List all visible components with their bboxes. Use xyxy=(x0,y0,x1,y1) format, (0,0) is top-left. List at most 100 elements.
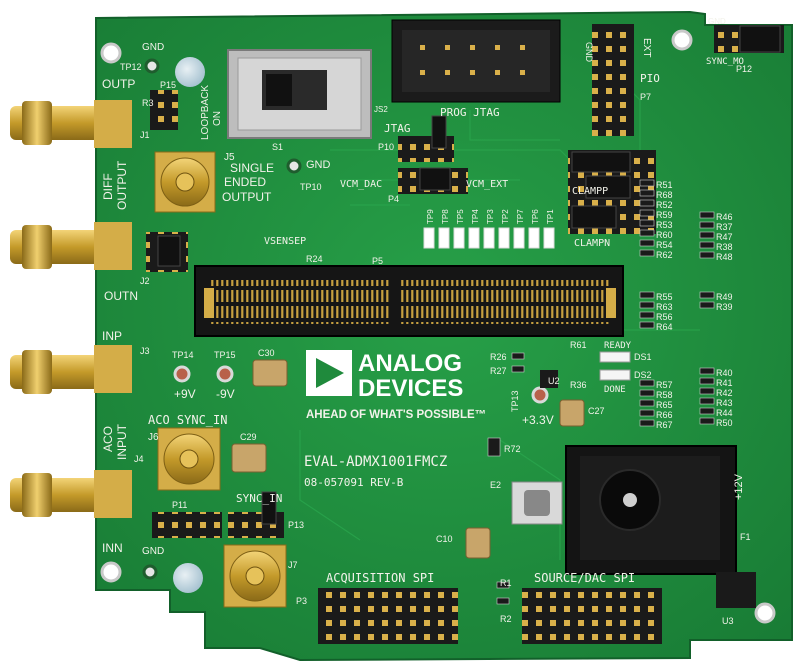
ref-col1-3: R59 xyxy=(656,210,673,220)
label-single: SINGLE xyxy=(230,161,274,175)
ref-col2-3: R38 xyxy=(716,242,733,252)
ref-col1-7: R62 xyxy=(656,250,673,260)
label-source-spi: SOURCE/DAC SPI xyxy=(534,571,635,585)
label-vsensep: VSENSEP xyxy=(264,236,306,247)
fmc-connector-p5 xyxy=(194,265,624,337)
ref-ds1: DS1 xyxy=(634,352,652,362)
label-diff: DIFF xyxy=(101,173,115,200)
label-inn: INN xyxy=(102,541,123,555)
resistor-labels-col2: R46 R37 R47 R38 R48 xyxy=(716,212,733,262)
sma-connector-inn xyxy=(10,470,132,518)
header-p11 xyxy=(152,512,222,538)
ref-r36: R36 xyxy=(570,380,587,390)
ref-j1: J1 xyxy=(140,130,150,140)
label-outp: OUTP xyxy=(102,77,135,91)
ref-low1-2: R65 xyxy=(656,400,673,410)
testpoint-loops xyxy=(142,58,549,580)
ref-r61: R61 xyxy=(570,340,587,350)
label-diff-output: OUTPUT xyxy=(115,160,129,210)
ref-tp-6: TP7 xyxy=(516,209,525,224)
ref-f1: F1 xyxy=(740,532,751,542)
ref-mid1-3: R64 xyxy=(656,322,673,332)
ref-u2: U2 xyxy=(548,376,560,386)
board-model: EVAL-ADMX1001FMCZ xyxy=(304,454,447,470)
label-jtag: JTAG xyxy=(384,122,411,135)
ref-low2-0: R40 xyxy=(716,368,733,378)
ref-j4: J4 xyxy=(134,454,144,464)
ic-u3 xyxy=(716,572,756,608)
ref-low1-3: R66 xyxy=(656,410,673,420)
label-vcm-ext: VCM_EXT xyxy=(466,179,508,190)
resistor-labels-low2: R40 R41 R42 R43 R44 R50 xyxy=(716,368,733,428)
ref-low2-3: R43 xyxy=(716,398,733,408)
ref-col2-2: R47 xyxy=(716,232,733,242)
ref-r27: R27 xyxy=(490,366,507,376)
dc-power-jack xyxy=(565,445,737,575)
ref-j2: J2 xyxy=(140,276,150,286)
jack-j5 xyxy=(154,151,216,213)
ref-p7: P7 xyxy=(640,92,651,102)
ref-j6: J6 xyxy=(148,432,159,443)
resistor-labels-col1: R51 R68 R52 R59 R53 R60 R54 R62 xyxy=(656,180,673,260)
sma-connector-outp xyxy=(10,100,132,148)
ref-low2-1: R41 xyxy=(716,378,733,388)
ref-low2-5: R50 xyxy=(716,418,733,428)
ref-r72: R72 xyxy=(504,444,521,454)
ref-r1: R1 xyxy=(500,578,512,588)
label-outn: OUTN xyxy=(104,289,138,303)
mount-hole-tr xyxy=(671,29,693,51)
label-ended: ENDED xyxy=(224,175,266,189)
mount-hole-br xyxy=(754,602,776,624)
ref-tp15: TP15 xyxy=(214,350,236,360)
testpoint-pads xyxy=(423,227,555,249)
header-acq-spi xyxy=(318,588,458,644)
label-ext: EXT xyxy=(641,38,652,57)
board-revision: 08-057091 REV-B xyxy=(304,476,404,489)
label-aco-input: INPUT xyxy=(115,423,129,460)
ref-p12: P12 xyxy=(736,64,752,74)
standoff-bottom xyxy=(173,563,203,593)
ref-c30: C30 xyxy=(258,348,275,358)
label-gnd-4: GND xyxy=(584,42,594,63)
ref-tp-3: TP4 xyxy=(471,209,480,224)
ref-tp-4: TP3 xyxy=(486,209,495,224)
ref-u3: U3 xyxy=(722,616,734,626)
ref-s1: S1 xyxy=(272,142,283,152)
reference-designators: TP12 TP10 TP14 TP15 TP13 J1 J2 J3 J4 J5 … xyxy=(120,62,752,626)
led-ds1 xyxy=(599,351,631,363)
label-plus12v: +12V xyxy=(733,473,745,500)
ref-low1-0: R57 xyxy=(656,380,673,390)
label-minus9v: -9V xyxy=(216,387,235,401)
ref-low1-1: R58 xyxy=(656,390,673,400)
label-loopback: LOOPBACK xyxy=(200,85,211,140)
logo-line2: DEVICES xyxy=(358,375,463,402)
logo-tagline: AHEAD OF WHAT'S POSSIBLE™ xyxy=(306,409,486,421)
label-on: ON xyxy=(212,111,223,126)
ref-j3: J3 xyxy=(140,346,150,356)
ref-col1-1: R68 xyxy=(656,190,673,200)
resistor-array-a xyxy=(487,179,715,605)
ref-p5: P5 xyxy=(372,256,383,266)
label-clampn: CLAMPN xyxy=(574,238,610,249)
ferrite-e2 xyxy=(511,481,563,525)
silkscreen-labels: OUTP OUTN INP INN DIFF OUTPUT ACO INPUT … xyxy=(101,17,745,585)
ref-col1-6: R54 xyxy=(656,240,673,250)
ref-tp-1: TP8 xyxy=(441,209,450,224)
ic-u2 xyxy=(540,370,558,388)
label-gnd-1: GND xyxy=(142,42,164,53)
ref-r2: R2 xyxy=(500,614,512,624)
ref-r26: R26 xyxy=(490,352,507,362)
ref-p3: P3 xyxy=(296,596,307,606)
ref-mid1-0: R55 xyxy=(656,292,673,302)
ref-mid2-0: R49 xyxy=(716,292,733,302)
ref-c29: C29 xyxy=(240,432,257,442)
standoff-top xyxy=(175,57,205,87)
ref-j5: J5 xyxy=(224,152,235,163)
ref-p10: P10 xyxy=(378,142,394,152)
label-gnd-5: GND xyxy=(708,17,726,26)
ref-col1-2: R52 xyxy=(656,200,673,210)
sma-connector-inp xyxy=(10,345,132,394)
label-done: DONE xyxy=(604,385,626,395)
jumper-shunts xyxy=(157,25,781,525)
